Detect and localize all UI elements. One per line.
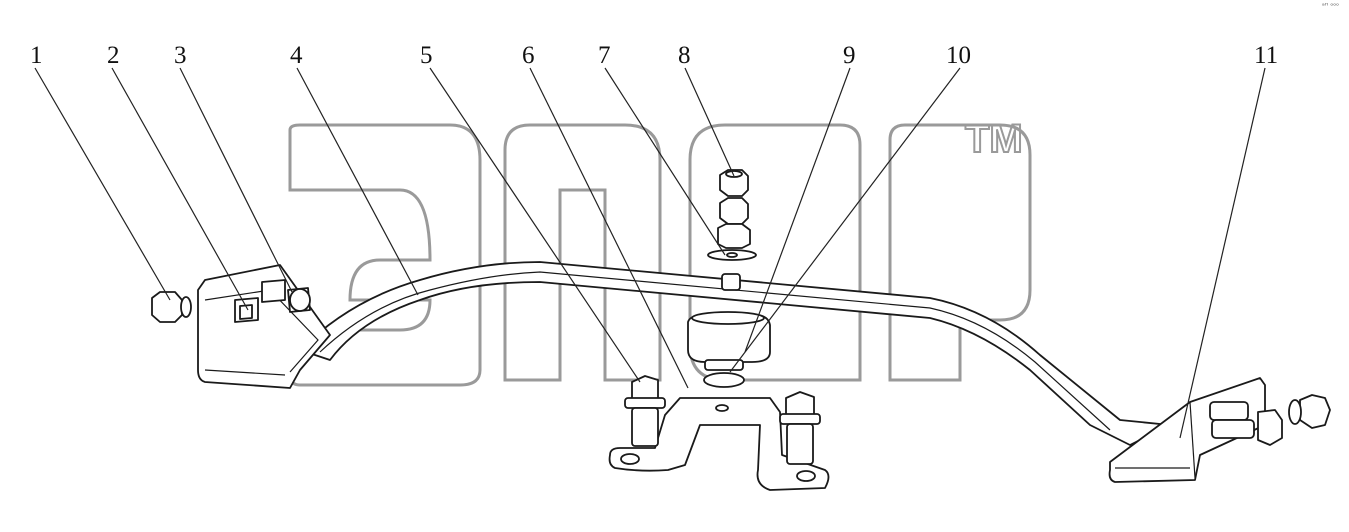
callout-7: 7 [598, 42, 611, 69]
right-bolts [1209, 394, 1331, 446]
callout-3: 3 [174, 42, 187, 69]
callout-1: 1 [30, 42, 43, 69]
callout-4: 4 [290, 42, 303, 69]
callout-9: 9 [843, 42, 856, 69]
rubber-mount [687, 311, 771, 388]
callout-5: 5 [420, 42, 433, 69]
center-bolts [624, 375, 821, 465]
left-bolts [234, 279, 311, 323]
leader-lines [34, 67, 1266, 439]
callout-11: 11 [1254, 42, 1278, 69]
left-flange-nut [151, 291, 192, 323]
trademark-mark: TM [965, 117, 1023, 161]
corner-mark: ᵃᴴ ᵒᵒᵒ [1322, 2, 1339, 10]
callout-2: 2 [107, 42, 120, 69]
callout-6: 6 [522, 42, 535, 69]
center-support-bracket [608, 397, 830, 491]
nut-washer-stack [707, 169, 757, 291]
callout-labels: 1 2 3 4 5 6 7 8 9 10 11 [30, 42, 1278, 69]
callout-8: 8 [678, 42, 691, 69]
watermark-logo: TM [288, 116, 1032, 387]
callout-10: 10 [946, 42, 971, 69]
